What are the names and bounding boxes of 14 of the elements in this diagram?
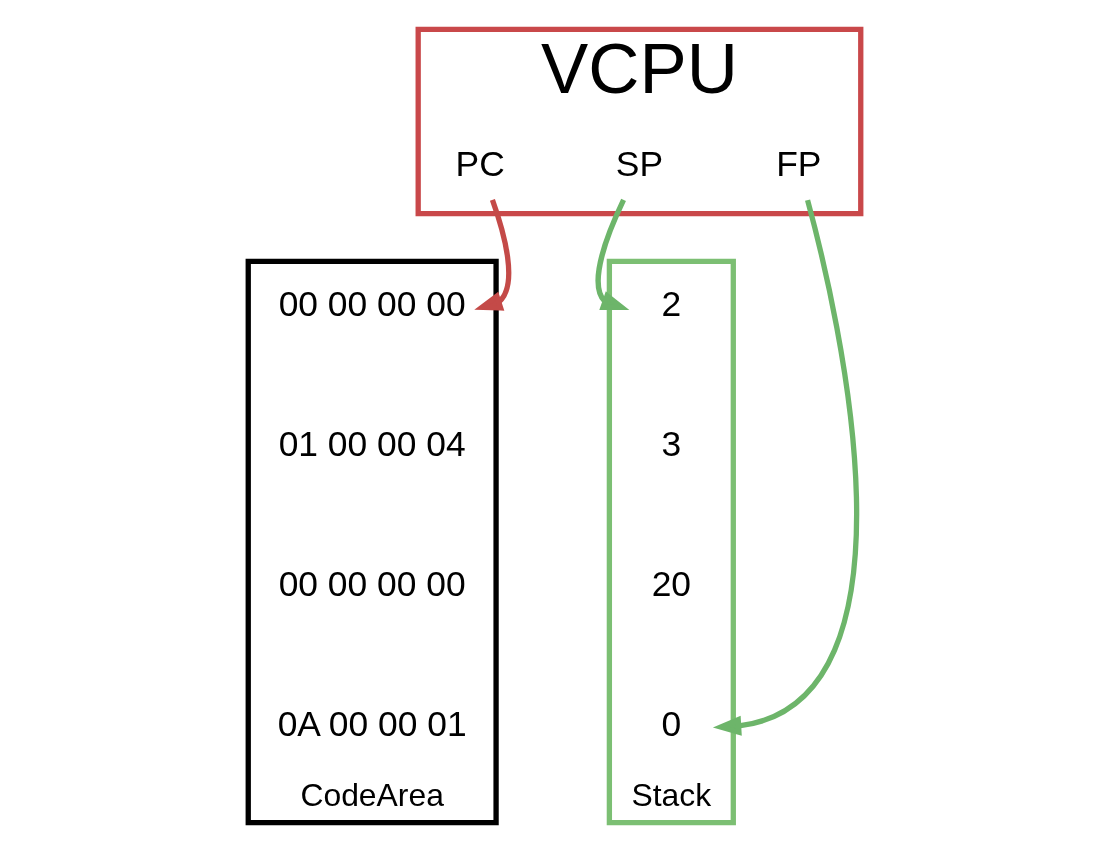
arrow <box>595 198 629 311</box>
arrow <box>712 199 859 736</box>
node-text: 0 <box>660 703 681 744</box>
node-text: 3 <box>660 424 681 465</box>
node-text: FP <box>775 144 821 185</box>
node-text: 00 00 00 00 <box>278 563 466 604</box>
node-text: 0A 00 00 01 <box>277 703 467 744</box>
node-text: 01 00 00 04 <box>278 424 466 465</box>
node-text: 2 <box>660 284 681 325</box>
node-text: 00 00 00 00 <box>278 284 466 325</box>
arrow <box>473 199 511 311</box>
node-text: 20 <box>651 563 691 604</box>
node-text: SP <box>615 144 663 185</box>
node-text: PC <box>455 144 505 185</box>
